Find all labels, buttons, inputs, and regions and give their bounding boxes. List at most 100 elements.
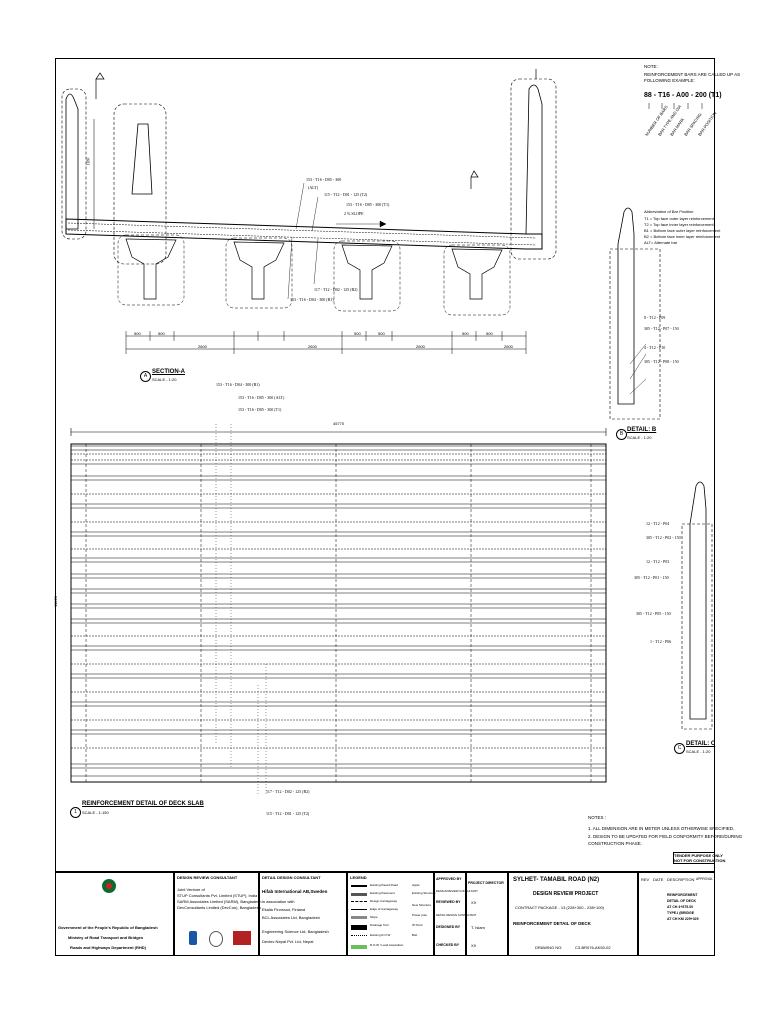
tender-line2: NOT FOR CONSTRUCTION	[674, 858, 726, 863]
legend-item: Existing Paved Road	[370, 883, 398, 887]
legend-item: Slope	[370, 915, 378, 919]
reviewed-val: XX	[471, 900, 477, 905]
section-a-scale: SCALE - 1:20	[152, 377, 177, 382]
legend-swatch	[351, 916, 367, 919]
dim-text: 500	[486, 331, 493, 336]
legend-item2: Apple	[412, 883, 420, 887]
ddc-cell: DETAIL DESIGN CONSULTANT Hifab Internati…	[259, 872, 347, 956]
callout-sa-7: 153 - T16 - D04 - 300 (B1)	[290, 297, 334, 302]
drc-small: DESIGN REVIEW CONSULTANT	[436, 889, 478, 893]
approved-by-label: APPROVED BY	[436, 877, 462, 881]
drc-line: Joint Venture of	[177, 887, 205, 892]
road-name: SYLHET- TAMABIL ROAD (N2)	[513, 877, 600, 883]
callout-sa-3: 115 - T12 - D01 - 125 (T2)	[324, 192, 368, 197]
legend-item: R.O.W / Land Acquisition	[370, 943, 404, 947]
bar-example: 88 - T16 - A00 - 200 (T1)	[644, 92, 722, 99]
section-a-title: SECTION-A	[152, 369, 185, 375]
rev-desc: REINFORCEMENT	[667, 893, 698, 897]
notes-item: CONSTRUCTION PHASE.	[588, 841, 643, 846]
legend-item2: Bolt	[412, 933, 418, 937]
revision-cell: REV DATE DESCRIPTION APPROVAL REINFORCEM…	[638, 872, 714, 956]
drawing-no: C3-BR076-AK50-02	[575, 945, 611, 950]
ddc-small: DETAIL DESIGN CONSULTANT	[436, 913, 477, 917]
plan-callout-bottom: 117 - T12 - D02 - 125 (B2)	[266, 789, 310, 794]
plan-length: 45770	[333, 421, 345, 426]
abbr-item: ALT= Alternate bar	[644, 240, 678, 245]
stup-logo-icon	[189, 931, 197, 945]
slope-label: 2 % SLOPE	[344, 211, 364, 216]
legend-item2: Existing Structure	[412, 891, 436, 895]
note-line1: REINFORCEMENT BARS ARE CALLED UP AS	[644, 72, 741, 77]
dim-text: 2600	[416, 344, 425, 349]
drc-title: DESIGN REVIEW CONSULTANT	[177, 875, 238, 880]
ddc-title: DETAIL DESIGN CONSULTANT	[262, 875, 321, 880]
drawing-no-label: DRAWING NO:	[535, 945, 563, 950]
detail-c-callout: 12 - T12 - P03	[646, 559, 670, 564]
gov-line: Government of the People's Republic of B…	[58, 925, 158, 930]
detail-c-drawing	[681, 481, 713, 730]
legend-item: Existing Pavement	[370, 891, 395, 895]
legend-swatch	[351, 935, 367, 936]
callout-sa-2: (ALT)	[308, 185, 319, 190]
gov-line: Roads and Highways Department (RHD)	[70, 945, 147, 950]
dim-text: 2600	[198, 344, 207, 349]
detail-b-drawing	[609, 207, 661, 420]
tender-box: TENDER PURPOSE ONLY NOT FOR CONSTRUCTION	[673, 852, 726, 864]
note-line2: FOLLOWING EXAMPLE:	[644, 78, 695, 83]
rev-header: DATE	[653, 877, 664, 882]
abbr-item: B1 = Bottom face outer layer reinforceme…	[644, 228, 721, 233]
tender-line1: TENDER PURPOSE ONLY	[674, 853, 723, 858]
rev-header: APPROVAL	[696, 877, 713, 881]
legend-item2: New Structure	[412, 903, 432, 907]
plan-callout-top: 153 - T16 - D05 - 300 (ALT)	[238, 395, 285, 400]
plan-callout-top: 153 - T16 - D04 - 300 (B1)	[216, 382, 260, 387]
ddc-line: Ekalla Finnroad, Finland	[262, 907, 306, 912]
detail-c-callout: 12 - T12 - P04	[646, 521, 670, 526]
package: CONTRACT PACKAGE - 13 (228+300 - 238+100…	[515, 905, 605, 910]
ddc-line: Engineering Science Ltd, Bangladesh	[262, 929, 329, 934]
bar-example-arrows	[648, 103, 703, 109]
checked-by-label: CHECKED BY	[436, 943, 460, 947]
section-a-marker: A	[140, 371, 151, 382]
notes-item: 1. ALL DIMENSION ARE IN METER UNLESS OTH…	[588, 826, 735, 831]
legend-item: Existing R.O.W	[370, 933, 391, 937]
drc-line: STUP Consultants Pvt. Limited (STUP), In…	[177, 893, 258, 898]
abbr-item: T1 = Top face outer layer reinforcement	[644, 216, 714, 221]
detail-c-callout: 305 - T12 - P02 - 150	[646, 535, 681, 540]
detail-c-title: DETAIL: C	[686, 741, 716, 747]
rev-desc: AT CH 4+575.00	[667, 905, 694, 909]
designed-by-label: DESIGNED BY	[436, 925, 461, 929]
detail-b-title: DETAIL: B	[627, 427, 657, 433]
abbr-title: Abbreviation of Bar Position	[644, 209, 694, 214]
detail-c-scale: SCALE - 1:20	[686, 749, 711, 754]
gov-line: Ministry of Road Transport and Bridges	[68, 935, 144, 940]
ddc-line: Devtec Nepal Pvt. Ltd, Nepal	[262, 939, 314, 944]
dim-text: 500	[378, 331, 385, 336]
detail-c-callout: 305 - T12 - P01 - 150	[634, 575, 669, 580]
project-cell: SYLHET- TAMABIL ROAD (N2) DESIGN REVIEW …	[508, 872, 638, 956]
detail-c-callout: 305 - T12 - P05 - 150	[636, 611, 671, 616]
plan-scale: SCALE - 1:150	[82, 810, 109, 815]
callout-sa-4: 153 - T16 - D05 - 300 (T1)	[346, 202, 390, 207]
sarm-logo-icon	[209, 931, 223, 947]
plan-callout-bottom: 115 - T12 - D01 - 125 (T2)	[266, 811, 310, 816]
drc-line: SARM Associates Limited (SARM), Banglade…	[177, 899, 262, 904]
plan-width: 11820	[52, 596, 58, 607]
drc-line: DevConsultants Limited (DevCon), Banglad…	[177, 905, 261, 910]
drc-cell: DESIGN REVIEW CONSULTANT Joint Venture o…	[174, 872, 262, 956]
project-name: DESIGN REVIEW PROJECT	[533, 891, 599, 897]
legend-swatch	[351, 909, 367, 910]
checked-val: XX	[471, 943, 477, 948]
section-a-drawing	[61, 69, 557, 354]
legend-swatch	[351, 885, 367, 887]
drawing-sheet: 153 - T16 - D05 - 300 (ALT) 115 - T12 - …	[52, 58, 742, 956]
legend-swatch	[351, 901, 367, 902]
rev-header: DESCRIPTION	[667, 877, 695, 882]
emblem-dot-icon	[106, 883, 112, 889]
rev-desc: DETAIL OF DECK	[667, 899, 697, 903]
plan-marker: 1	[70, 807, 81, 818]
legend-title: LEGEND	[350, 875, 367, 880]
dim-text: 500	[354, 331, 361, 336]
rev-desc: TYPE-I (BRIDGE	[667, 911, 695, 915]
abbr-item: B2 = Bottom face inner layer reinforceme…	[644, 234, 721, 239]
